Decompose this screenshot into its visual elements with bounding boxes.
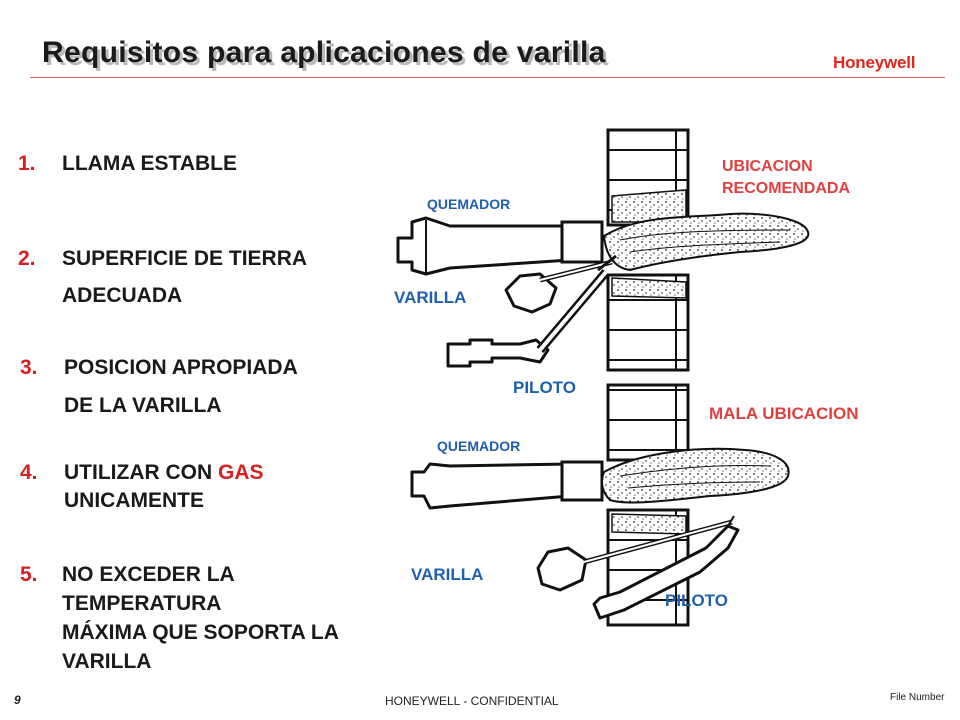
requirement-1: 1. LLAMA ESTABLE	[18, 152, 237, 176]
requirement-4: 4. UTILIZAR CON GAS	[20, 461, 264, 485]
confidential-notice: HONEYWELL - CONFIDENTIAL	[385, 694, 559, 708]
requirement-number: 3.	[20, 356, 38, 379]
requirement-text: UTILIZAR CON	[64, 461, 218, 484]
flame-bottom	[601, 447, 790, 504]
flame-top	[602, 212, 810, 272]
requirement-3-line2: DE LA VARILLA	[64, 394, 222, 417]
bad-location-label: MALA UBICACION	[709, 404, 859, 423]
pilot-bottom	[592, 515, 740, 620]
flame-rod-diagram	[396, 128, 810, 627]
requirement-3: 3. POSICION APROPIADA	[20, 356, 298, 380]
slide-title: Requisitos para aplicaciones de varilla	[42, 36, 606, 69]
honeywell-logo: Honeywell	[833, 53, 916, 72]
page-number: 9	[14, 693, 21, 707]
flame-rod-bottom	[536, 519, 733, 592]
requirement-2-line2: ADECUADA	[62, 284, 183, 307]
requirement-number: 2.	[18, 247, 36, 270]
wall-bottom-upper	[606, 383, 690, 462]
requirement-5: 5. NO EXCEDER LA	[20, 563, 235, 587]
requirement-gas-highlight: GAS	[217, 461, 264, 484]
pilot-label-bottom: PILOTO	[665, 591, 728, 610]
pilot-top	[446, 254, 617, 368]
requirement-text: SUPERFICIE DE TIERRA	[62, 247, 308, 270]
burner-top	[396, 216, 604, 276]
wall-top-lower	[606, 273, 690, 372]
title-divider	[30, 77, 945, 78]
wall-top-upper	[606, 128, 690, 227]
burner-label-top: QUEMADOR	[427, 196, 511, 212]
pilot-label-top: PILOTO	[513, 378, 576, 397]
requirement-text: LLAMA ESTABLE	[62, 152, 237, 175]
rod-label-top: VARILLA	[394, 288, 467, 307]
burner-bottom	[410, 460, 604, 510]
recommended-location-line2: RECOMENDADA	[722, 180, 850, 197]
flame-rod-top	[504, 259, 613, 314]
requirement-5-line4: VARILLA	[62, 650, 152, 673]
requirement-number: 1.	[18, 152, 36, 175]
recommended-location-label: UBICACION RECOMENDADA	[722, 156, 850, 200]
requirement-5-line2: TEMPERATURA	[62, 592, 222, 615]
recommended-location-line1: UBICACION	[722, 158, 813, 175]
requirement-number: 5.	[20, 563, 38, 586]
requirement-5-line3: MÁXIMA QUE SOPORTA LA	[62, 621, 339, 644]
file-number: File Number	[890, 692, 945, 703]
requirement-text: NO EXCEDER LA	[62, 563, 235, 586]
requirement-text: POSICION APROPIADA	[64, 356, 298, 379]
burner-label-bottom: QUEMADOR	[437, 438, 521, 454]
requirement-2: 2. SUPERFICIE DE TIERRA	[18, 247, 307, 271]
requirement-4-line2: UNICAMENTE	[64, 489, 204, 512]
rod-label-bottom: VARILLA	[411, 565, 484, 584]
requirement-number: 4.	[20, 461, 38, 484]
